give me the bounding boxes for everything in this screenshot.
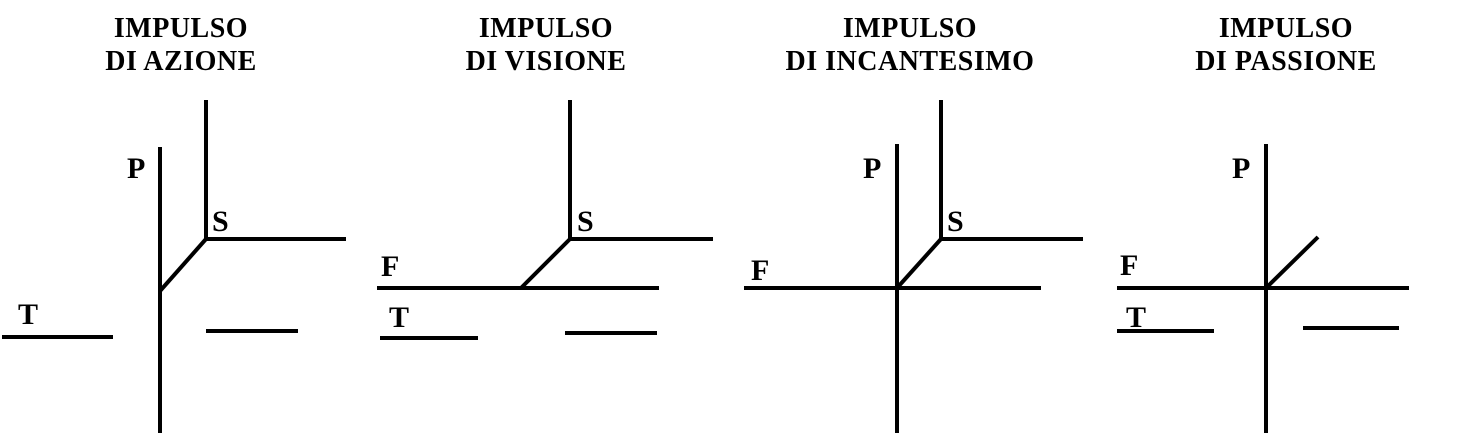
title-line-1: IMPULSO [1218, 13, 1354, 44]
title-line-1: IMPULSO [842, 13, 978, 44]
impulso-di-azione-label-p: P [127, 152, 145, 185]
title-line-2: DI VISIONE [465, 46, 627, 77]
title-line-2: DI AZIONE [105, 46, 257, 77]
title-impulso-di-incantesimo: IMPULSO DI INCANTESIMO [786, 12, 1035, 78]
impulso-di-incantesimo-label-f: F [751, 254, 769, 287]
title-impulso-di-passione: IMPULSO DI PASSIONE [1195, 12, 1377, 78]
impulso-di-incantesimo-s-line-bend [895, 237, 943, 290]
title-line-1: IMPULSO [478, 13, 614, 44]
impulso-di-passione-s-line-stub [1264, 235, 1320, 290]
impulso-di-passione-label-p: P [1232, 152, 1250, 185]
title-impulso-di-visione: IMPULSO DI VISIONE [466, 12, 627, 78]
impulso-di-azione-s-line-bend [158, 237, 208, 293]
title-line-2: DI INCANTESIMO [785, 46, 1035, 77]
impulso-di-azione-label-s: S [212, 205, 229, 238]
impulso-di-incantesimo-label-s: S [947, 205, 964, 238]
impulso-di-azione-label-t: T [18, 298, 38, 331]
impulso-di-visione-s-line-bend [519, 237, 572, 290]
impulso-di-visione-label-s: S [577, 205, 594, 238]
impulso-di-visione-label-f: F [381, 250, 399, 283]
impulso-di-visione-label-t: T [389, 301, 409, 334]
impulso-di-passione-label-t: T [1126, 301, 1146, 334]
impulso-di-incantesimo-label-p: P [863, 152, 881, 185]
title-line-1: IMPULSO [113, 13, 249, 44]
title-impulso-di-azione: IMPULSO DI AZIONE [105, 12, 257, 78]
title-line-2: DI PASSIONE [1195, 46, 1377, 77]
impulso-di-passione-label-f: F [1120, 249, 1138, 282]
